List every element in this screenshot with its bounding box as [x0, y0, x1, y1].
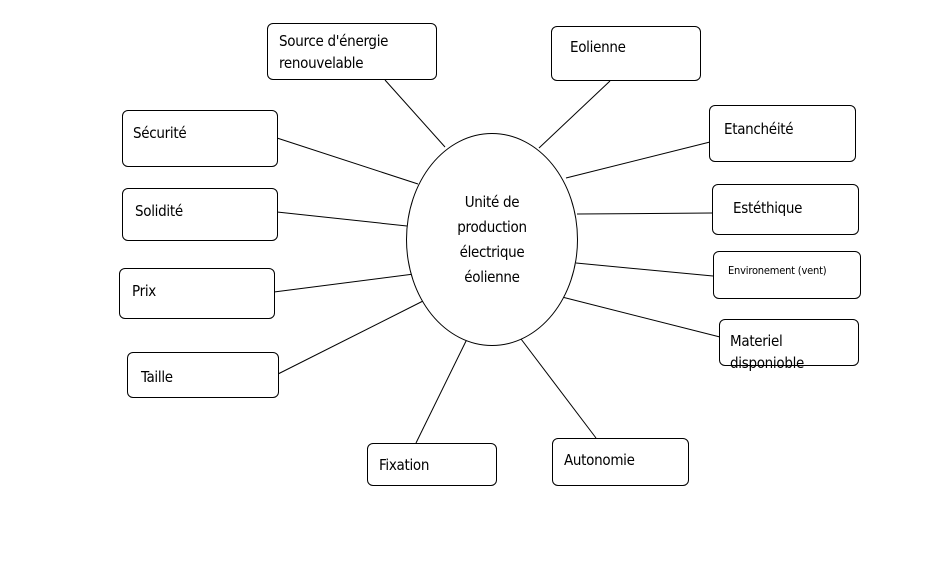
node-eolienne-label: Eolienne — [570, 38, 626, 56]
connector-taille — [277, 299, 426, 375]
node-materiel-label: Materiel disponioble — [730, 332, 805, 372]
connector-solidite — [276, 211, 408, 227]
node-source-line: renouvelable — [279, 54, 364, 72]
node-environnement-label: Environement (vent) — [728, 264, 827, 277]
center-node: Unité de production électrique éolienne — [406, 133, 578, 346]
node-prix: Prix — [119, 268, 275, 319]
connector-prix — [273, 273, 415, 293]
center-line: Unité de — [464, 192, 520, 211]
node-esthetique-label: Estéthique — [733, 199, 803, 217]
connector-securite — [276, 137, 419, 185]
node-source: Source d'énergie renouvelable — [267, 23, 437, 80]
node-source-line: Source d'énergie — [279, 32, 389, 50]
node-etancheite-label: Etanchéité — [724, 120, 794, 138]
connector-environnement — [575, 262, 714, 277]
node-fixation-label: Fixation — [379, 456, 430, 474]
node-securite: Sécurité — [122, 110, 278, 167]
node-environnement: Environement (vent) — [713, 251, 861, 299]
connector-etancheite — [565, 141, 711, 179]
node-fixation: Fixation — [367, 443, 497, 486]
connector-eolienne — [538, 80, 611, 149]
connector-materiel — [561, 296, 721, 338]
node-eolienne: Eolienne — [551, 26, 701, 81]
center-line: éolienne — [464, 267, 520, 286]
center-line: production — [457, 217, 527, 236]
connector-fixation — [415, 336, 469, 444]
node-autonomie-label: Autonomie — [564, 451, 635, 469]
node-etancheite: Etanchéité — [709, 105, 856, 162]
node-taille-label: Taille — [141, 368, 173, 386]
node-autonomie: Autonomie — [552, 438, 689, 486]
center-label: Unité de production électrique éolienne — [457, 190, 527, 290]
node-esthetique: Estéthique — [712, 184, 859, 235]
node-taille: Taille — [127, 352, 279, 398]
node-solidite: Solidité — [122, 188, 278, 241]
node-solidite-label: Solidité — [135, 202, 183, 220]
node-prix-label: Prix — [132, 282, 156, 300]
connector-esthetique — [576, 212, 713, 215]
connector-source — [384, 79, 446, 148]
node-securite-label: Sécurité — [133, 124, 187, 142]
center-line: électrique — [459, 242, 525, 261]
node-materiel: Materiel disponioble — [719, 319, 859, 372]
connector-autonomie — [517, 334, 597, 439]
